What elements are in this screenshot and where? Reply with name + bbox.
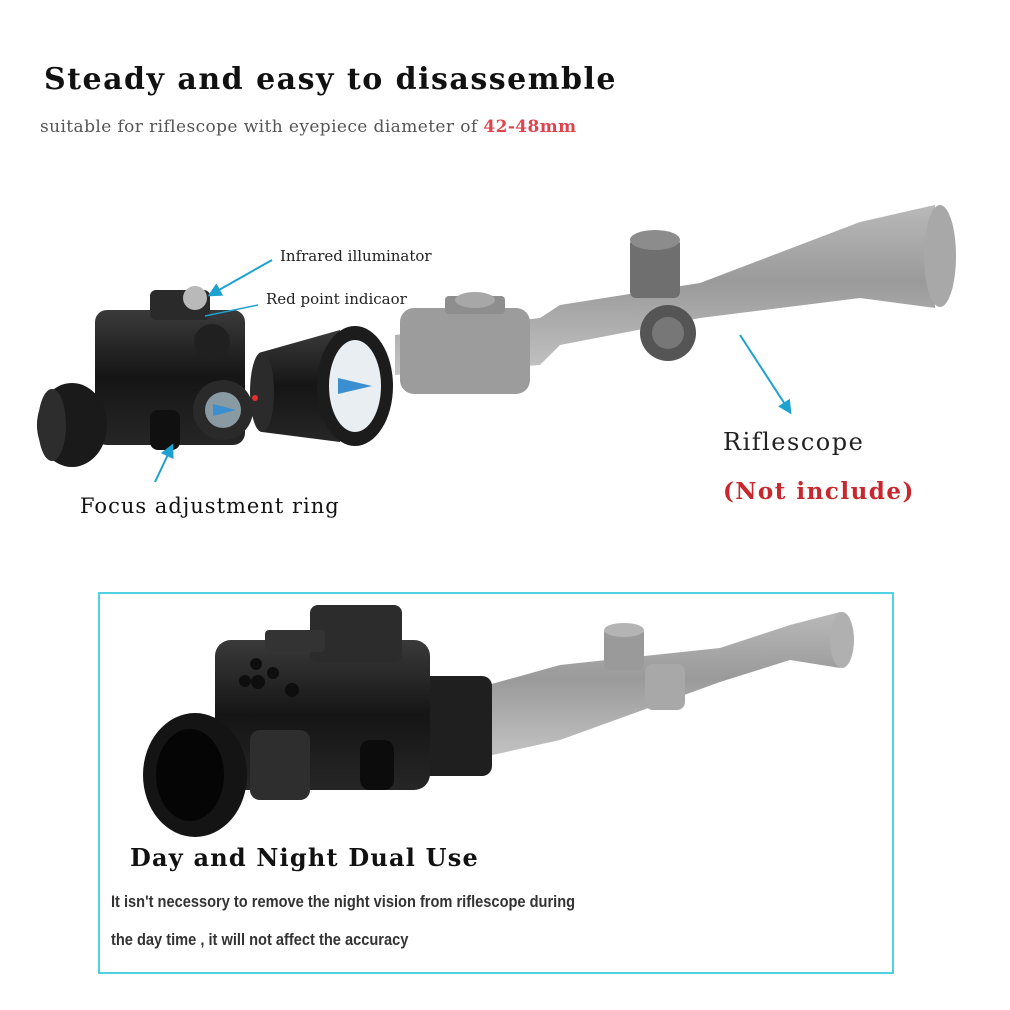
label-infrared-illuminator: Infrared illuminator xyxy=(280,247,432,265)
label-riflescope: Riflescope xyxy=(723,428,865,456)
night-vision-device-bottom xyxy=(143,605,492,837)
riflescope-bottom xyxy=(470,612,854,760)
label-red-point-indicator: Red point indicaor xyxy=(266,290,407,308)
label-focus-ring: Focus adjustment ring xyxy=(80,494,340,518)
adapter-ring xyxy=(250,326,393,446)
arrow-red-point xyxy=(204,304,259,317)
dual-use-description-line1: It isn't necessory to remove the night v… xyxy=(111,892,576,911)
riflescope-top xyxy=(395,205,956,394)
subheadline: suitable for riflescope with eyepiece di… xyxy=(40,117,577,137)
night-vision-device-top xyxy=(37,286,258,467)
dual-use-description-line2: the day time , it will not affect the ac… xyxy=(111,930,409,949)
arrow-infrared xyxy=(207,259,273,297)
subheadline-text: suitable for riflescope with eyepiece di… xyxy=(40,117,484,137)
eyepiece-diameter: 42-48mm xyxy=(483,117,577,137)
arrow-riflescope xyxy=(739,334,792,415)
headline: Steady and easy to disassemble xyxy=(44,62,617,97)
dual-use-title: Day and Night Dual Use xyxy=(130,843,479,872)
dual-use-frame xyxy=(98,592,894,974)
arrow-focus xyxy=(154,443,174,483)
label-not-include: (Not include) xyxy=(723,478,915,505)
